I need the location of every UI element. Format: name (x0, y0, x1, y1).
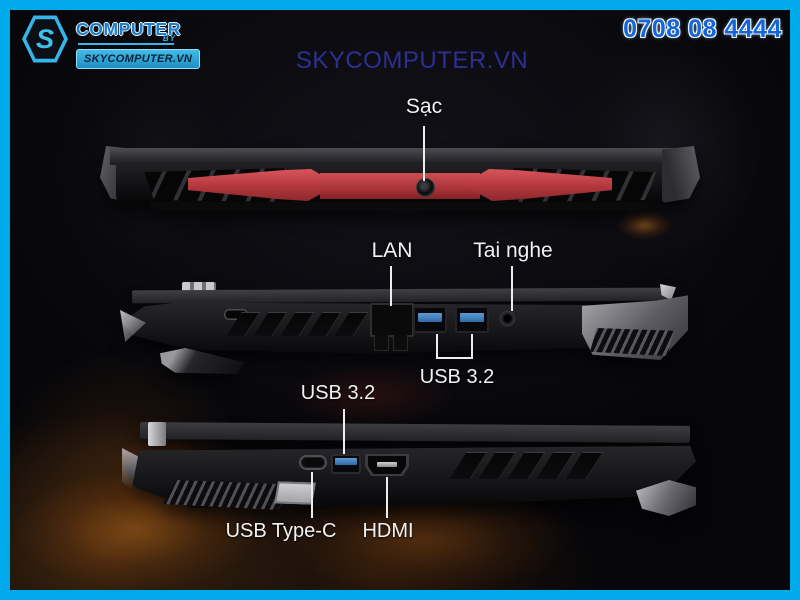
usb32-right-callout-line (343, 409, 345, 454)
hdmi-port-contact (377, 462, 397, 467)
headphone-label: Tai nghe (473, 239, 553, 262)
side-vents (449, 452, 604, 480)
charging-port (416, 178, 435, 197)
phone-number: 0708 08 4444 (623, 15, 782, 43)
brand-logo: S COMPUTER BY SKYCOMPUTER.VN (22, 10, 201, 72)
lid-edge (132, 287, 672, 304)
laptop-right-side-view (118, 418, 698, 520)
usb-a-port-1 (413, 306, 447, 333)
logo-divider: BY (78, 34, 175, 45)
usb-a-port-2 (455, 306, 489, 333)
laptop-back-view (100, 142, 700, 222)
logo-s-icon: S (22, 15, 68, 63)
watermark-text: SKYCOMPUTER.VN (295, 47, 529, 74)
soldier-goggles-glow (616, 210, 672, 240)
front-foot (160, 348, 244, 374)
lid-tip (660, 284, 676, 300)
lan-port-leg (374, 335, 389, 351)
usb32-bracket-line (436, 357, 473, 359)
usb32-bracket-line (436, 334, 438, 359)
logo-tagline: BY (162, 34, 176, 43)
usb32-side-label: USB 3.2 (419, 366, 495, 388)
lan-callout-line (390, 266, 392, 306)
lan-port (370, 303, 414, 337)
side-vents (226, 312, 370, 337)
usb-type-c-callout-line (311, 472, 313, 518)
back-bottom-edge (150, 202, 650, 211)
hinge-bracket (148, 422, 166, 446)
usb-c-port (301, 457, 325, 468)
usb-type-c-label: USB Type-C (225, 520, 337, 542)
hdmi-label: HDMI (362, 520, 414, 542)
usb32-bracket-line (471, 334, 473, 359)
lan-port-leg (393, 335, 408, 351)
laptop-left-side-view (120, 282, 690, 378)
label-sticker (274, 481, 316, 505)
charger-label: Sạc (405, 95, 443, 118)
rear-vent-hatch (590, 328, 674, 356)
front-vent-hatch (163, 480, 291, 510)
headphone-callout-line (511, 266, 513, 311)
red-accent-bar (320, 173, 480, 199)
lid-edge (139, 422, 691, 443)
charger-callout-line (423, 126, 425, 181)
lan-label: LAN (371, 239, 413, 262)
kensington-lock-slot (224, 309, 248, 320)
back-endcap-right (662, 146, 700, 203)
headphone-jack-port (501, 312, 514, 325)
hdmi-callout-line (386, 477, 388, 518)
logo-title: COMPUTER (76, 19, 181, 39)
usb-a-port (331, 454, 361, 474)
logo-badge: SKYCOMPUTER.VN (76, 49, 201, 69)
vent-slot (334, 312, 369, 336)
usb32-right-label: USB 3.2 (300, 382, 376, 404)
back-lid-edge (110, 148, 690, 165)
